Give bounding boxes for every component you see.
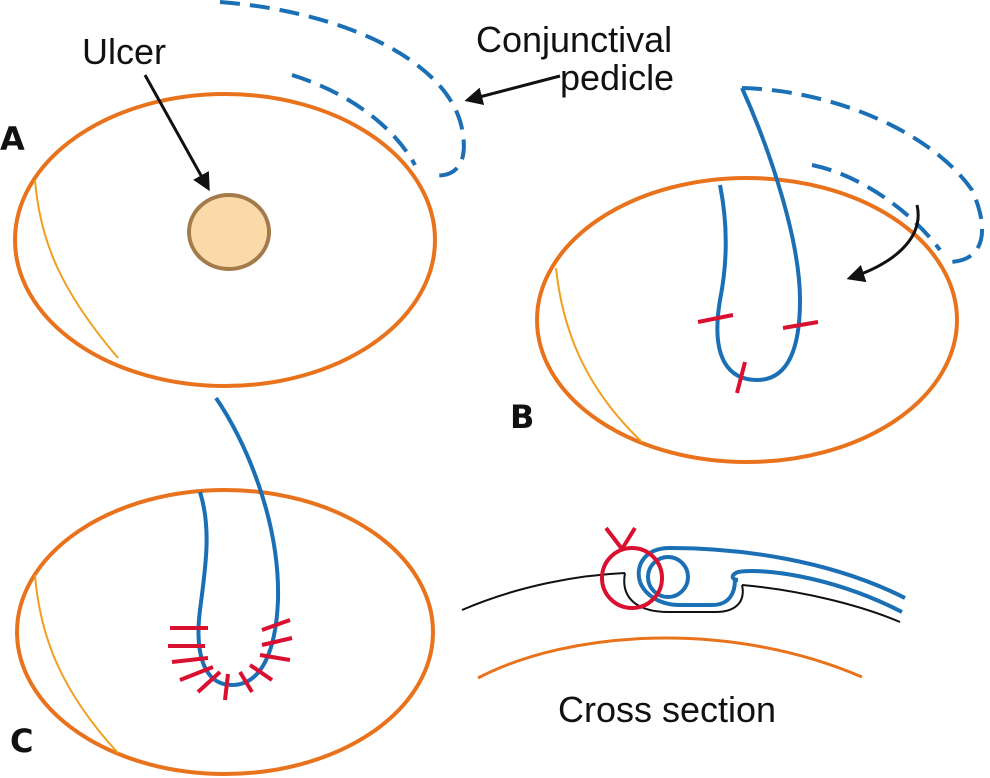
- pedicle-original-inner-dashed-b: [811, 163, 942, 252]
- suture-c-6: [223, 673, 230, 701]
- limbus-line-c: [34, 574, 119, 754]
- panel-b-letter: B: [510, 398, 534, 436]
- suture-b-2: [782, 320, 819, 330]
- suture-c-7: [238, 670, 254, 694]
- cross-section-suture-end-2: [620, 526, 637, 551]
- conjunctival-pedicle-inner-dashed: [291, 73, 417, 166]
- ulcer-pointer-arrow: [143, 74, 210, 192]
- suture-c-9: [259, 653, 291, 662]
- rotation-arrow: [846, 204, 920, 283]
- cross-section-surface-right: [741, 584, 901, 623]
- suture-b-3: [735, 361, 747, 394]
- limbus-line-b: [555, 267, 643, 443]
- cross-section-surface: [461, 572, 626, 611]
- suture-c-4: [179, 665, 214, 682]
- suture-b-1: [697, 313, 734, 324]
- cross-section-flap-inner: [730, 569, 903, 614]
- ulcer: [187, 193, 271, 271]
- pedicle-original-dashed-b: [741, 86, 985, 264]
- panel-b: B: [510, 86, 985, 464]
- suture-c-11: [261, 618, 291, 632]
- cross-section-posterior-surface: [477, 636, 863, 680]
- panel-a: Ulcer Conjunctival pedicle A: [0, 0, 674, 388]
- panel-c-letter: C: [10, 722, 33, 760]
- limbus-line-a: [34, 179, 119, 359]
- cornea-outline-a: [13, 92, 437, 388]
- cross-section-suture-end-1: [604, 526, 624, 551]
- cross-section-suture-loop: [600, 546, 664, 610]
- conjunctival-pedicle-dashed: [219, 0, 466, 178]
- ulcer-label: Ulcer: [82, 31, 166, 72]
- panel-a-letter: A: [0, 120, 25, 158]
- cross-section: Cross section: [461, 526, 906, 730]
- cross-section-flap-outer: [636, 545, 906, 600]
- conjunctival-label-line2: pedicle: [560, 57, 674, 98]
- suture-c-8: [248, 663, 274, 682]
- cross-section-crater: [623, 572, 744, 613]
- pedicle-pointer-arrow: [464, 74, 561, 106]
- cross-section-flap-bottom: [638, 579, 737, 607]
- cornea-outline-c: [15, 488, 435, 776]
- suture-c-3: [171, 656, 209, 664]
- cross-section-label: Cross section: [558, 689, 776, 730]
- cross-section-flap-fold: [646, 555, 690, 599]
- pedicle-flap-c: [196, 396, 281, 688]
- sutures-c: [168, 618, 293, 701]
- pedicle-flap-b: [715, 87, 803, 383]
- panel-c: C: [10, 396, 435, 776]
- suture-c-10: [261, 636, 293, 647]
- suture-c-5: [196, 670, 222, 694]
- conjunctival-label-line1: Conjunctival: [476, 19, 672, 60]
- cornea-outline-b: [535, 176, 959, 464]
